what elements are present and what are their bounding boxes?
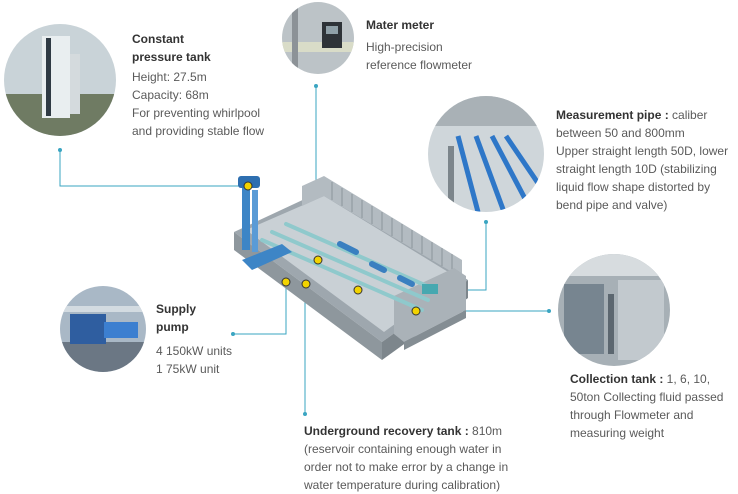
pressure-tank-line: For preventing whirlpool (132, 106, 261, 120)
mater-meter-title: Mater meter (366, 18, 435, 32)
mater-meter-line: reference flowmeter (366, 58, 473, 72)
pressure-tank-title-2: pressure tank (132, 50, 211, 64)
collection-tank-title: Collection tank : (570, 372, 664, 386)
collection-tank-photo (558, 254, 670, 366)
measurement-pipe-line: Upper straight length 50D, lower (556, 144, 729, 158)
collection-tank-line: measuring weight (570, 426, 665, 440)
recovery-tank-title-rest: 810m (468, 424, 503, 438)
measurement-pipe-photo (428, 96, 544, 212)
mater-meter-callout: Mater meter High-precision reference flo… (366, 16, 506, 74)
pressure-tank-photo (4, 24, 116, 136)
collection-tank-line: 50ton Collecting fluid passed (570, 390, 724, 404)
measurement-pipe-title: Measurement pipe : (556, 108, 669, 122)
measurement-pipe-callout: Measurement pipe : caliber between 50 an… (556, 106, 738, 214)
connector-pressure-tank (59, 150, 244, 187)
recovery-tank-line: order not to make error by a change in (304, 460, 509, 474)
pressure-tank-line: Capacity: 68m (132, 88, 209, 102)
facility-illustration (234, 176, 468, 360)
measurement-pipe-line: bend pipe and valve) (556, 198, 668, 212)
supply-pump-line: 1 75kW unit (156, 362, 220, 376)
supply-pump-callout: Supply pump 4 150kW units 1 75kW unit (156, 300, 276, 378)
mater-meter-line: High-precision (366, 40, 443, 54)
pressure-tank-callout: Constant pressure tank Height: 27.5m Cap… (132, 30, 292, 140)
recovery-tank-line: water temperature during calibration) (304, 478, 501, 492)
supply-pump-title-1: Supply (156, 302, 197, 316)
recovery-tank-line: (reservoir containing enough water in (304, 442, 502, 456)
supply-pump-line: 4 150kW units (156, 344, 233, 358)
recovery-tank-callout: Underground recovery tank : 810m (reserv… (304, 422, 564, 494)
measurement-pipe-line: straight length 10D (stabilizing (556, 162, 717, 176)
supply-pump-title-2: pump (156, 320, 189, 334)
mater-meter-photo (282, 2, 354, 74)
measurement-pipe-line: between 50 and 800mm (556, 126, 685, 140)
collection-tank-callout: Collection tank : 1, 6, 10, 50ton Collec… (570, 370, 738, 442)
measurement-pipe-title-rest: caliber (668, 108, 708, 122)
pressure-tank-title-1: Constant (132, 32, 184, 46)
measurement-pipe-line: liquid flow shape distorted by (556, 180, 711, 194)
collection-tank-line: through Flowmeter and (570, 408, 694, 422)
connector-supply-pump (233, 282, 287, 335)
pressure-tank-line: and providing stable flow (132, 124, 265, 138)
collection-tank-title-rest: 1, 6, 10, (663, 372, 711, 386)
supply-pump-photo (60, 286, 146, 372)
pressure-tank-line: Height: 27.5m (132, 70, 207, 84)
recovery-tank-title: Underground recovery tank : (304, 424, 469, 438)
